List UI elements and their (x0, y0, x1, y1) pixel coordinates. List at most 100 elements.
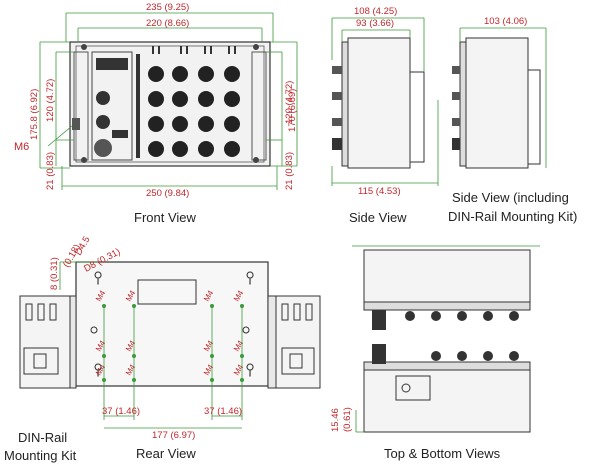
keyhole-icon (94, 363, 102, 377)
front-bezel (75, 45, 265, 163)
side-mount-plate (409, 71, 425, 163)
m12-port-icon (148, 116, 164, 132)
side-connector (332, 66, 342, 74)
rear-label-window (137, 279, 197, 305)
dim-170: 170 (6.69) (287, 89, 298, 132)
m12-port-icon (172, 91, 188, 107)
dim-177: 177 (6.97) (152, 430, 195, 441)
dim-115: 115 (4.53) (358, 186, 401, 197)
caption-side-view: Side View (349, 210, 407, 225)
dim-15-46: 15.46 (330, 408, 341, 432)
front-slot (136, 54, 140, 158)
front-view: 235 (9.25) 220 (8.66) 250 (9.84) 175.8 (… (14, 2, 298, 225)
din-rail-clip (527, 69, 541, 165)
dim-120-left: 120 (4.72) (45, 79, 56, 122)
top-port-icon (483, 311, 493, 321)
front-power-connector-icon (94, 139, 112, 157)
side-view-din: 103 (4.06) Side View (including DIN-Rail… (448, 16, 577, 224)
side-view: 108 (4.25) 93 (3.66) 115 (4.53) Side Vie… (331, 6, 439, 225)
side-din-body (465, 37, 529, 169)
front-screw-icon (81, 157, 87, 163)
dim-103: 103 (4.06) (484, 16, 527, 27)
top-port-icon (509, 311, 519, 321)
front-led-block (152, 46, 236, 54)
keyhole-icon (94, 271, 102, 285)
bottom-port-icon (483, 351, 493, 361)
side-din-connector (452, 138, 460, 150)
bottom-port-icon (457, 351, 467, 361)
din-rail-kit-right (267, 295, 321, 389)
m12-port-icon (198, 116, 214, 132)
dim-21-left: 21 (0.83) (45, 152, 56, 190)
m12-port-icon (224, 116, 240, 132)
top-port-icon (405, 311, 415, 321)
front-screw-icon (81, 44, 87, 50)
caption-side-din-line1: Side View (including (452, 190, 569, 205)
m12-port-icon (172, 66, 188, 82)
side-front-plate (341, 41, 349, 167)
keyhole-icon (246, 363, 254, 377)
m12-port-icon (224, 66, 240, 82)
bottom-connector (372, 344, 386, 364)
bottom-port-icon (431, 351, 441, 361)
top-view (352, 245, 540, 330)
rear-vent-icon (90, 326, 98, 334)
m12-port-icon (224, 91, 240, 107)
front-ground-screw (72, 118, 80, 130)
front-left-panel (91, 51, 133, 161)
m12-port-icon (172, 141, 188, 157)
front-label-plate (96, 58, 128, 70)
rear-housing (75, 261, 269, 387)
caption-top-bottom-views: Top & Bottom Views (384, 446, 501, 461)
dim-120-right: 120 (4.72) (284, 81, 295, 124)
dim-93: 93 (3.66) (356, 18, 394, 29)
side-din-connector (452, 118, 460, 126)
dim-175-8: 175.8 (6.92) (29, 89, 40, 140)
m12-port-icon (148, 91, 164, 107)
bottom-label-plate (395, 375, 431, 401)
dim-37-left: 37 (1.46) (102, 406, 140, 417)
dim-220: 220 (8.66) (146, 18, 189, 29)
m12-port-icon (198, 141, 214, 157)
bottom-view: 15.46 (0.61) (330, 344, 531, 433)
caption-rear-view: Rear View (136, 446, 196, 461)
front-console-port (112, 130, 128, 138)
side-body (347, 37, 411, 169)
bottom-vent-icon (401, 383, 411, 393)
dim-250: 250 (9.84) (146, 188, 189, 199)
top-port-icon (431, 311, 441, 321)
m12-port-icon (224, 141, 240, 157)
dim-m6: M6 (14, 141, 29, 153)
rear-view: M4 M4 M4 M4 M4 M4 M4 M4 M4 M4 M4 M4 D4.5… (49, 235, 269, 461)
m12-port-icon (148, 66, 164, 82)
caption-front-view: Front View (134, 210, 197, 225)
front-port-grid (148, 66, 240, 157)
dim-108: 108 (4.25) (354, 6, 397, 17)
keyhole-icon (246, 271, 254, 285)
m12-port-icon (198, 66, 214, 82)
front-power-connector-icon (96, 115, 110, 129)
front-screw-icon (253, 44, 259, 50)
bottom-port-icon (509, 351, 519, 361)
m12-port-icon (172, 116, 188, 132)
side-din-connector (452, 92, 460, 100)
front-screw-icon (253, 157, 259, 163)
side-din-connector (452, 66, 460, 74)
side-connector (332, 118, 342, 126)
dim-15-46-inch: (0.61) (342, 407, 353, 432)
front-power-connector-icon (96, 91, 110, 105)
dim-235: 235 (9.25) (146, 2, 189, 13)
side-connector (332, 138, 342, 150)
dim-21-right: 21 (0.83) (284, 152, 295, 190)
din-rail-kit-left (19, 295, 77, 389)
rear-vent-icon (242, 326, 250, 334)
top-port-icon (457, 311, 467, 321)
m12-port-icon (198, 91, 214, 107)
caption-din-rail-line1: DIN-Rail (18, 430, 67, 445)
side-connector (332, 92, 342, 100)
m12-port-icon (148, 141, 164, 157)
caption-side-din-line2: DIN-Rail Mounting Kit) (448, 209, 577, 224)
side-din-front-plate (459, 41, 467, 167)
dim-37-right: 37 (1.46) (204, 406, 242, 417)
